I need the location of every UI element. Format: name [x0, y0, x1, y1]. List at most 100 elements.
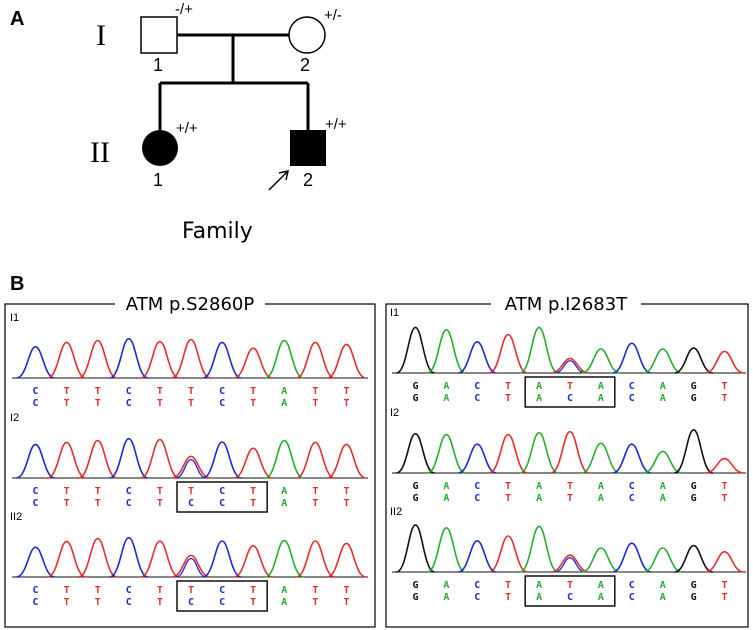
base-call: C	[126, 398, 132, 409]
individual-ii-1: +/+ 1	[142, 120, 198, 190]
trace-peak	[16, 443, 56, 479]
trace-peak	[581, 348, 621, 374]
base-call: C	[33, 386, 39, 397]
trace-peak	[395, 432, 435, 474]
trace-peak	[171, 338, 211, 379]
base-call: A	[598, 580, 604, 591]
sample-label: I1	[390, 307, 399, 319]
base-call: T	[567, 481, 573, 492]
base-call: C	[474, 580, 480, 591]
base-call: A	[536, 381, 542, 392]
generation-label-ii: II	[90, 136, 110, 169]
trace-peak	[581, 442, 621, 474]
base-call: T	[250, 498, 256, 509]
trace-peak	[519, 525, 559, 573]
male-unaffected-square	[140, 16, 178, 54]
title-backdrop-left	[115, 292, 265, 314]
base-call: C	[33, 486, 39, 497]
base-call: T	[250, 486, 256, 497]
proband-arrow-icon	[268, 170, 289, 191]
base-call: C	[188, 498, 194, 509]
base-call: T	[505, 493, 511, 504]
base-call: T	[157, 486, 163, 497]
base-call: C	[629, 592, 635, 603]
trace-peak	[78, 439, 118, 479]
female-unaffected-circle	[288, 16, 326, 54]
genotype-i-1: -/+	[175, 1, 193, 18]
pedigree-caption: Family	[182, 219, 253, 244]
base-call: T	[312, 398, 318, 409]
trace-peak	[264, 439, 304, 479]
trace-secondary-peak	[554, 360, 586, 374]
genotype-i-2: +/-	[324, 7, 342, 24]
base-call: T	[343, 486, 349, 497]
base-call: T	[343, 386, 349, 397]
base-call: T	[95, 386, 101, 397]
base-call: A	[660, 393, 666, 404]
base-call: C	[219, 498, 225, 509]
base-call: T	[343, 585, 349, 596]
base-call: T	[95, 597, 101, 608]
trace-peak	[674, 544, 714, 573]
trace-peak	[326, 542, 366, 578]
base-call: T	[722, 580, 728, 591]
trace-peak	[140, 340, 180, 379]
trace-peak	[78, 339, 118, 379]
base-call: C	[629, 381, 635, 392]
base-call: A	[598, 381, 604, 392]
base-call: G	[691, 592, 697, 603]
trace-peak	[519, 326, 559, 374]
base-call: T	[64, 498, 70, 509]
base-call: A	[443, 580, 449, 591]
base-call: C	[33, 597, 39, 608]
number-i-2: 2	[300, 55, 310, 75]
base-call: A	[281, 597, 287, 608]
base-call: T	[567, 493, 573, 504]
base-call: T	[343, 398, 349, 409]
trace-peak	[295, 441, 335, 479]
base-call: G	[412, 592, 418, 603]
number-ii-1: 1	[153, 170, 163, 190]
trace-peak	[233, 447, 273, 479]
trace-peak	[612, 443, 652, 474]
base-call: G	[412, 481, 418, 492]
base-call: T	[157, 585, 163, 596]
chromatogram-frame-right	[385, 303, 749, 628]
trace-peak	[395, 326, 435, 374]
trace-peak	[47, 441, 87, 479]
base-call: T	[505, 381, 511, 392]
base-call: C	[629, 580, 635, 591]
base-call: T	[64, 386, 70, 397]
trace-peak	[643, 348, 683, 374]
base-call: C	[126, 386, 132, 397]
trace-peak	[705, 457, 744, 474]
trace-peak	[326, 443, 366, 479]
trace-peak	[643, 450, 683, 474]
base-call: T	[250, 386, 256, 397]
base-call: C	[474, 493, 480, 504]
base-call: A	[660, 592, 666, 603]
base-call: T	[250, 585, 256, 596]
sample-label: II2	[390, 506, 402, 518]
base-call: C	[219, 486, 225, 497]
variant-highlight-box	[176, 481, 268, 513]
trace-peak	[457, 539, 497, 573]
base-call: T	[157, 597, 163, 608]
trace-peak	[550, 554, 590, 573]
trace-peak	[674, 347, 714, 374]
base-call: T	[64, 585, 70, 596]
base-call: A	[598, 592, 604, 603]
base-call: C	[33, 498, 39, 509]
base-call: C	[188, 597, 194, 608]
trace-peak	[457, 443, 497, 474]
base-call: C	[567, 393, 573, 404]
base-call: C	[126, 585, 132, 596]
base-call: C	[567, 592, 573, 603]
base-call: T	[250, 398, 256, 409]
trace-peak	[457, 340, 497, 374]
base-call: C	[474, 393, 480, 404]
